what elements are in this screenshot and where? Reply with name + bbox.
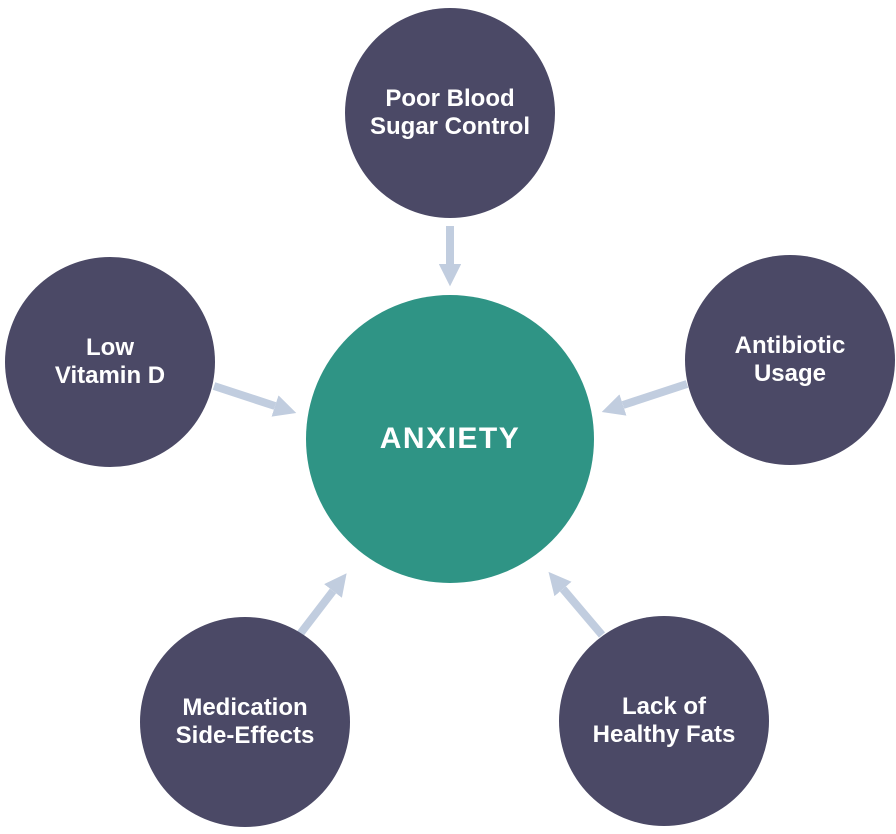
node-label-line: Lack of [621, 693, 707, 721]
node-label-line: Usage [753, 360, 827, 387]
arrow-low-vitamin-d-to-anxiety [212, 382, 297, 417]
node-label-line: Low [86, 334, 134, 362]
node-label-line: Medication [182, 694, 308, 722]
arrow-antibiotic-usage-to-anxiety [601, 380, 689, 416]
node-label-line: Vitamin D [54, 362, 166, 389]
node-label-line: Antibiotic [734, 332, 846, 360]
node-lack-of-healthy-fats: Lack of Healthy Fats [559, 616, 769, 826]
arrow-lack-of-healthy-fats-to-anxiety [548, 571, 606, 638]
node-label-line: Sugar Control [370, 113, 530, 140]
node-poor-blood-sugar-control: Poor Blood Sugar Control [345, 8, 555, 218]
node-label-line: Poor Blood [385, 85, 515, 113]
node-antibiotic-usage: Antibiotic Usage [685, 255, 895, 465]
node-label-line: Healthy Fats [592, 721, 736, 748]
node-low-vitamin-d: Low Vitamin D [5, 257, 215, 467]
arrow-medication-side-effects-to-anxiety [296, 573, 347, 637]
node-anxiety-label: ANXIETY [379, 422, 521, 455]
node-label-line: Side-Effects [175, 722, 315, 749]
node-anxiety: ANXIETY [306, 295, 594, 583]
node-medication-side-effects: Medication Side-Effects [140, 617, 350, 827]
